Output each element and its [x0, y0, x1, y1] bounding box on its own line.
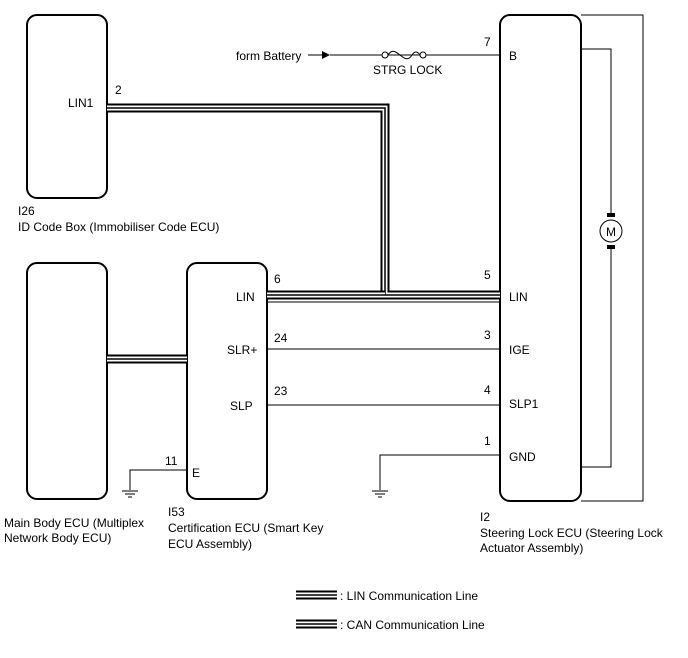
cert-terminal-lin: LIN [236, 290, 255, 304]
id-code-box-code: I26 [18, 204, 35, 218]
cert-terminal-e: E [192, 466, 200, 480]
steering-terminal-ige: IGE [509, 343, 530, 357]
battery-label: form Battery [236, 49, 301, 63]
main-body-ecu-name-1: Main Body ECU (Multiplex [4, 516, 144, 530]
actuator-frame [581, 14, 644, 502]
cert-terminal-slp: SLP [230, 399, 253, 413]
steering-ecu-code: I2 [480, 510, 490, 524]
motor-wire-top [581, 48, 612, 216]
battery-arrow-icon [322, 51, 330, 59]
cert-ground-icon [122, 490, 138, 498]
steering-ground-wire [379, 454, 500, 490]
steering-terminal-b: B [509, 49, 517, 63]
motor-label: M [606, 225, 616, 239]
steering-ground-icon [372, 490, 388, 498]
cert-ecu-code: I53 [168, 505, 185, 519]
steering-ecu-name-1: Steering Lock ECU (Steering Lock [480, 526, 664, 540]
cert-ecu-name-1: Certification ECU (Smart Key [168, 521, 323, 535]
steering-ecu-name-2: Actuator Assembly) [480, 541, 583, 555]
steering-terminal-slp1: SLP1 [509, 397, 539, 411]
cert-pin-11: 11 [165, 454, 178, 468]
cert-pin-23: 23 [274, 384, 288, 398]
legend-can-label: : CAN Communication Line [340, 618, 485, 632]
motor-icon: M [599, 213, 623, 249]
id-code-pin-2: 2 [115, 83, 122, 97]
steering-lock-ecu-box [499, 14, 582, 502]
motor-wire-bottom [581, 246, 612, 468]
steering-pin-1: 1 [484, 434, 491, 448]
fuse-label: STRG LOCK [373, 63, 442, 77]
cert-pin-24: 24 [274, 331, 288, 345]
legend-lin-label: : LIN Communication Line [340, 589, 478, 603]
id-code-terminal-lin1: LIN1 [68, 96, 94, 110]
id-code-box-name: ID Code Box (Immobiliser Code ECU) [18, 220, 219, 234]
cert-ecu-name-2: ECU Assembly) [168, 537, 252, 551]
main-body-ecu-name-2: Network Body ECU) [4, 531, 111, 545]
lin-communication-line [107, 103, 500, 300]
id-code-box [26, 14, 108, 199]
cert-pin-6: 6 [274, 272, 281, 286]
steering-terminal-lin: LIN [509, 290, 528, 304]
steering-pin-b: 7 [484, 35, 491, 49]
steering-pin-4: 4 [484, 383, 491, 397]
steering-pin-5: 5 [484, 268, 491, 282]
fuse-icon [381, 50, 427, 60]
cert-ground-wire [129, 469, 187, 490]
legend: : LIN Communication Line : CAN Communica… [296, 589, 485, 632]
main-body-ecu-box [26, 262, 108, 500]
certification-ecu-box [186, 262, 268, 500]
cert-terminal-slr: SLR+ [227, 343, 257, 357]
steering-pin-3: 3 [484, 328, 491, 342]
steering-terminal-gnd: GND [509, 450, 536, 464]
